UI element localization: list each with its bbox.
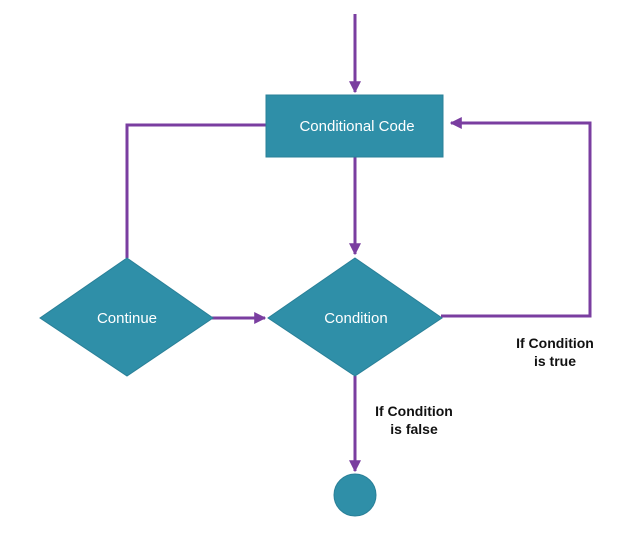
continue-loop-line bbox=[125, 123, 266, 258]
false-annotation-line1: If Condition bbox=[375, 403, 453, 419]
false-annotation-line2: is false bbox=[390, 421, 438, 437]
true-annotation-line2: is true bbox=[534, 353, 576, 369]
conditional-code-box bbox=[265, 94, 444, 158]
true-annotation-line1: If Condition bbox=[516, 335, 594, 351]
continue-diamond bbox=[39, 257, 214, 377]
condition-label: Condition bbox=[324, 310, 387, 327]
true-loop-arrow bbox=[441, 117, 592, 318]
end-terminal-circle bbox=[333, 473, 377, 517]
conditional-code-label: Conditional Code bbox=[299, 118, 414, 135]
condition-diamond bbox=[267, 257, 443, 377]
continue-label: Continue bbox=[97, 310, 157, 327]
